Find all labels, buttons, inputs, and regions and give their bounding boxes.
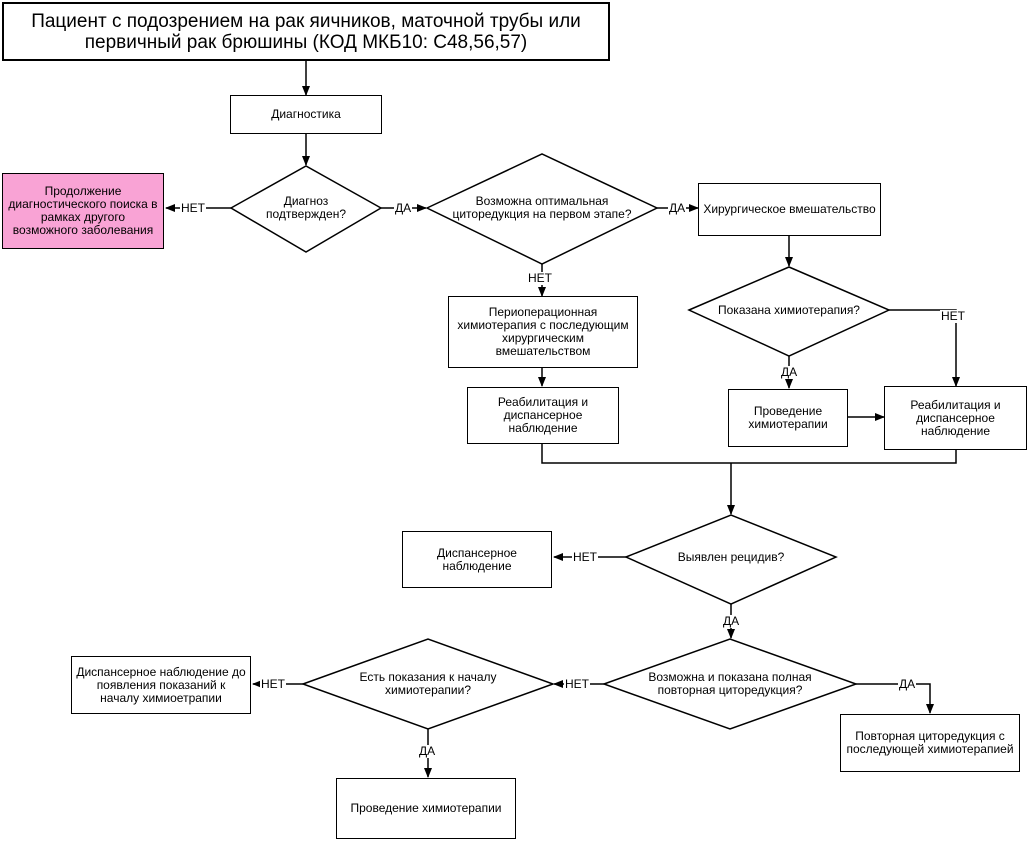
label-repeat-no: НЕТ: [564, 677, 590, 691]
diag-confirmed-text: Диагноз подтвержден?: [266, 194, 346, 221]
edge-rehab-right-merge: [731, 450, 957, 464]
label-relapse-yes: ДА: [722, 614, 741, 628]
optimal-cytoreduction-text: Возможна оптимальная циторедукция на пер…: [452, 194, 632, 221]
label-chemoq-no: НЕТ: [940, 309, 966, 323]
label-repeat-yes: ДА: [898, 677, 917, 691]
chemo-conduct-box: Проведение химиотерапии: [728, 389, 848, 447]
decision-relapse-found: [624, 514, 838, 605]
relapse-found-text: Выявлен рецидив?: [677, 549, 785, 564]
repeat-possible-text: Возможна и показана полная повторная цит…: [648, 670, 812, 697]
label-relapse-no: НЕТ: [572, 550, 598, 564]
continue-search-box: Продолжение диагностического поиска в ра…: [2, 173, 164, 249]
rehab-left-box: Реабилитация и диспансерное наблюдение: [467, 387, 619, 444]
title-box: Пациент с подозрением на рак яичников, м…: [2, 2, 610, 61]
label-chemostart-no: НЕТ: [260, 677, 286, 691]
edge-repeat-yes: [856, 683, 934, 714]
label-diag-no: НЕТ: [180, 201, 206, 215]
label-opt-no: НЕТ: [527, 271, 553, 285]
label-diag-yes: ДА: [394, 201, 413, 215]
edge-rehab-left-merge: [541, 444, 731, 464]
followup-box: Диспансерное наблюдение: [402, 531, 552, 588]
chemo-start-text: Есть показания к началу химиотерапии?: [359, 670, 497, 697]
label-opt-yes: ДА: [668, 201, 687, 215]
label-chemostart-yes: ДА: [418, 744, 437, 758]
rehab-right-box: Реабилитация и диспансерное наблюдение: [884, 386, 1027, 450]
diagnostics-box: Диагностика: [230, 95, 382, 134]
chemo-indicated-text: Показана химиотерапия?: [718, 302, 860, 317]
followup-until-box: Диспансерное наблюдение до появления пок…: [71, 656, 251, 714]
repeat-cytoreduction-box: Повторная циторедукция с последующей хим…: [840, 714, 1020, 772]
periop-chemo-box: Периоперационная химиотерапия с последую…: [448, 296, 638, 368]
surgery-box: Хирургическое вмешательство: [698, 183, 881, 236]
chemo-conduct-final-box: Проведение химиотерапии: [336, 778, 516, 839]
label-chemoq-yes: ДА: [780, 365, 799, 379]
